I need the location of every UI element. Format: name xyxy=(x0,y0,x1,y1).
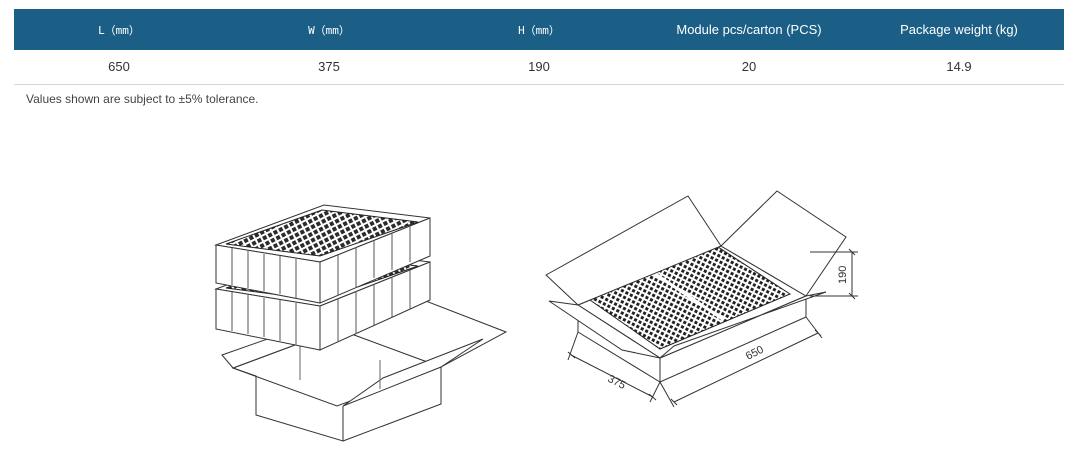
header-length: L（mm） xyxy=(14,9,224,50)
value-package-weight: 14.9 xyxy=(854,50,1064,85)
value-width: 375 xyxy=(224,50,434,85)
packed-carton-drawing xyxy=(545,190,858,408)
dimension-height-label: 190 xyxy=(837,266,849,284)
dimension-width xyxy=(567,331,661,403)
dimension-width-label: 375 xyxy=(606,373,628,392)
spec-value-row: 650 375 190 20 14.9 xyxy=(14,50,1064,85)
header-width: W（mm） xyxy=(224,9,434,50)
value-length: 650 xyxy=(14,50,224,85)
exploded-view-drawing xyxy=(214,204,508,442)
header-package-weight: Package weight (kg) xyxy=(854,9,1064,50)
value-height: 190 xyxy=(434,50,644,85)
header-height: H（mm） xyxy=(434,9,644,50)
tolerance-note: Values shown are subject to ±5% toleranc… xyxy=(26,92,259,106)
value-pcs-per-carton: 20 xyxy=(644,50,854,85)
spec-table: L（mm） W（mm） H（mm） Module pcs/carton (PCS… xyxy=(14,9,1064,85)
header-pcs-per-carton: Module pcs/carton (PCS) xyxy=(644,9,854,50)
dimension-length xyxy=(659,316,823,408)
dimension-height xyxy=(810,248,858,300)
upper-tray xyxy=(214,204,431,304)
spec-header-row: L（mm） W（mm） H（mm） Module pcs/carton (PCS… xyxy=(14,9,1064,50)
